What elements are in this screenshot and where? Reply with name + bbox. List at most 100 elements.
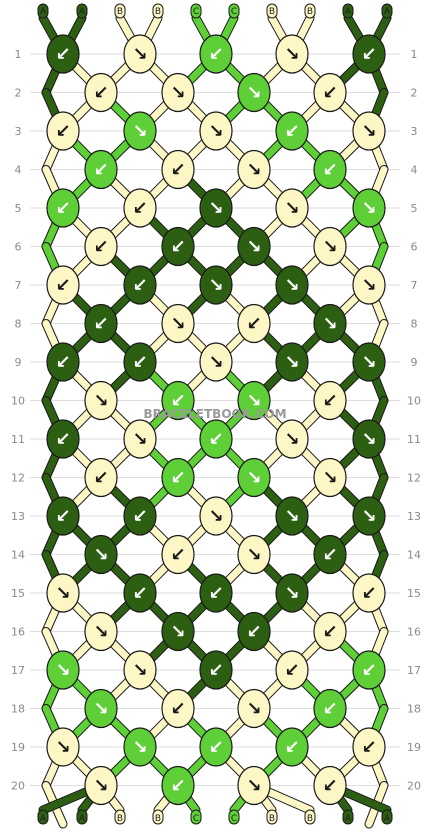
knot [161, 303, 195, 344]
knot [352, 342, 386, 382]
row-number-left: 12 [11, 472, 25, 485]
knot [46, 342, 80, 382]
knot-arrow: ↘ [322, 468, 337, 489]
row-number-right: 7 [411, 279, 418, 292]
knot [199, 342, 233, 382]
string-tag-bottom [381, 809, 393, 825]
knot-arrow: ↘ [284, 44, 299, 65]
knot-arrow: ↘ [284, 275, 299, 296]
knot [313, 688, 347, 729]
row-number-right: 12 [407, 472, 421, 485]
knot [84, 534, 118, 575]
knot-arrow: ↙ [322, 699, 337, 720]
row-number-left: 5 [15, 202, 22, 215]
string-tag-top [381, 3, 393, 19]
row-number-right: 18 [407, 703, 421, 716]
knot [123, 265, 157, 305]
knot-arrow: ↘ [284, 198, 299, 219]
knot-arrow: ↙ [322, 391, 337, 412]
knot-arrow: ↙ [170, 391, 185, 412]
row-number-right: 11 [407, 433, 421, 446]
row-number-right: 19 [407, 741, 421, 754]
knot-arrow: ↙ [132, 352, 147, 373]
knot-arrow: ↘ [361, 121, 376, 142]
knot-arrow: ↘ [55, 660, 70, 681]
knot-arrow: ↙ [361, 44, 376, 65]
string-tag-label-top: B [155, 7, 161, 17]
knot [161, 765, 195, 806]
knot-arrow: ↘ [208, 275, 223, 296]
row-number-left: 9 [15, 356, 22, 369]
knot [46, 496, 80, 536]
knot [352, 419, 386, 459]
string-tag-label-top: A [345, 7, 352, 17]
knot [237, 457, 271, 498]
knot [199, 111, 233, 151]
knot [275, 111, 309, 151]
string-tag-top [304, 3, 316, 19]
row-number-left: 10 [11, 395, 25, 408]
knot [275, 188, 309, 228]
row-number-right: 8 [411, 318, 418, 331]
knot-arrow: ↙ [93, 468, 108, 489]
knot [46, 727, 80, 767]
knot [275, 573, 309, 613]
knot [46, 111, 80, 151]
knot [123, 188, 157, 228]
knot-arrow: ↘ [361, 275, 376, 296]
knot [275, 419, 309, 459]
knot [84, 72, 118, 113]
row-number-right: 3 [411, 125, 418, 138]
row-number-left: 6 [15, 241, 22, 254]
knot-arrow: ↘ [93, 545, 108, 566]
string-tag-label-bottom: B [117, 814, 123, 824]
string-tag-label-top: B [307, 7, 313, 17]
knot [199, 419, 233, 459]
row-number-right: 16 [407, 626, 421, 639]
row-number-left: 2 [15, 87, 22, 100]
row-number-right: 6 [411, 241, 418, 254]
knot [161, 688, 195, 729]
knot [161, 457, 195, 498]
knot-arrow: ↙ [93, 237, 108, 258]
string-tag-top [76, 3, 88, 19]
row-number-left: 20 [11, 780, 25, 793]
knot-arrow: ↘ [361, 198, 376, 219]
knot-arrow: ↘ [170, 314, 185, 335]
row-number-right: 4 [411, 164, 418, 177]
knot [313, 765, 347, 806]
string-tag-top [37, 3, 49, 19]
knot [199, 573, 233, 613]
knot-arrow: ↙ [132, 506, 147, 527]
knot-arrow: ↙ [55, 429, 70, 450]
knot [123, 34, 157, 74]
knot [46, 419, 80, 459]
knot-arrow: ↙ [208, 660, 223, 681]
knot-arrow: ↙ [322, 622, 337, 643]
knot [313, 457, 347, 498]
knot-arrow: ↘ [284, 583, 299, 604]
string-tag-label-bottom: B [307, 814, 313, 824]
knot [313, 534, 347, 575]
knot-arrow: ↘ [322, 237, 337, 258]
knot [237, 688, 271, 729]
knot [199, 34, 233, 74]
knot-arrow: ↘ [208, 198, 223, 219]
string-tag-label-top: A [40, 7, 47, 17]
knot-arrow: ↙ [55, 198, 70, 219]
string-tag-label-top: C [231, 7, 237, 17]
row-number-left: 15 [11, 587, 25, 600]
string-tag-label-bottom: C [193, 814, 199, 824]
string-tag-label-top: A [79, 7, 86, 17]
knot-arrow: ↘ [208, 352, 223, 373]
knot [161, 226, 195, 267]
string-tag-bottom [228, 809, 240, 825]
knot [46, 188, 80, 228]
knot-arrow: ↘ [284, 429, 299, 450]
row-number-right: 20 [407, 780, 421, 793]
knot [161, 380, 195, 421]
knot [46, 265, 80, 305]
string-tag-label-bottom: A [345, 814, 352, 824]
knot-arrow: ↘ [208, 506, 223, 527]
